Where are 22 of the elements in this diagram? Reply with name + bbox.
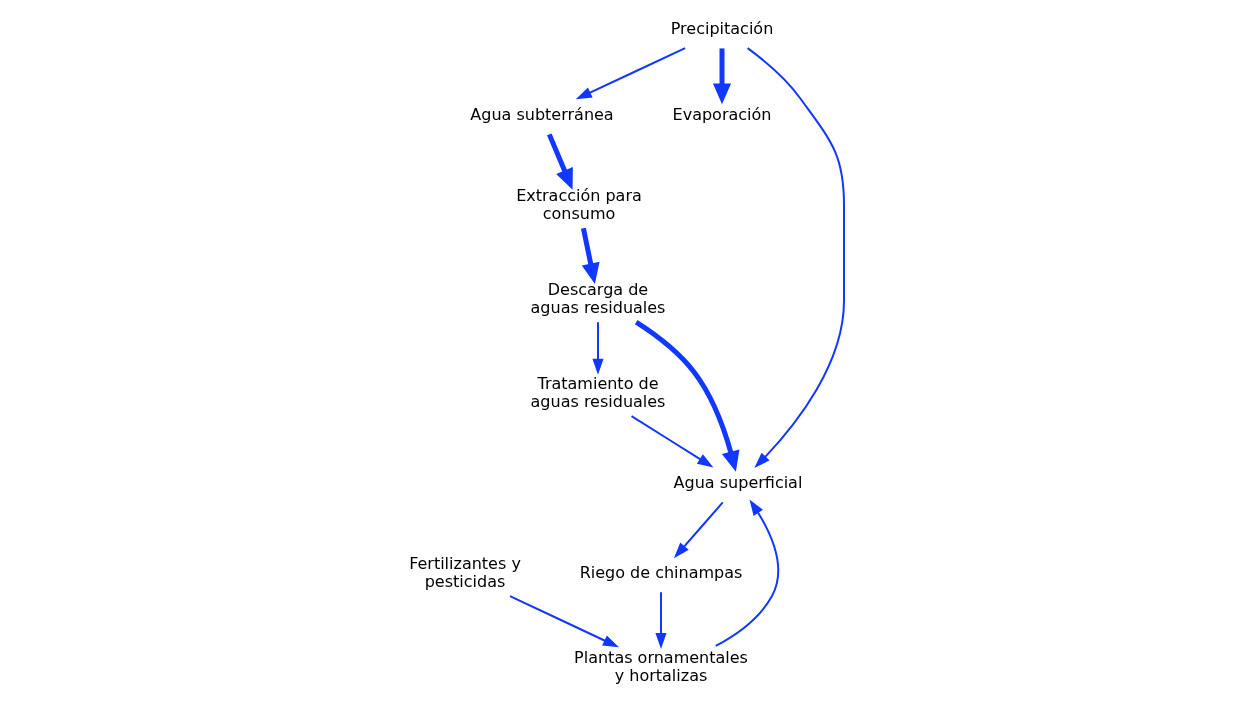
arrow	[508, 595, 619, 648]
node-text: Precipitación	[670, 18, 773, 38]
arrow	[634, 320, 739, 472]
node-text: Extracción para consumo	[515, 185, 642, 223]
arrow	[654, 591, 667, 649]
arrow	[630, 415, 713, 468]
arrow	[746, 47, 845, 468]
arrow	[575, 47, 686, 100]
node-text: Tratamiento de aguas residuales	[530, 373, 665, 411]
node-text: Plantas ornamentales y hortalizas	[573, 647, 748, 685]
arrow	[673, 501, 724, 559]
arrow	[714, 499, 779, 647]
node-text: Descarga de aguas residuales	[530, 279, 665, 317]
arrow	[712, 48, 731, 105]
node-text: Agua superficial	[673, 472, 802, 492]
node-text: Fertilizantes y pesticidas	[408, 553, 521, 591]
node-text: Riego de chinampas	[579, 562, 742, 582]
arrow	[546, 133, 573, 190]
arrow	[580, 227, 600, 284]
node-text: Agua subterránea	[469, 104, 614, 124]
node-text: Evaporación	[672, 104, 771, 124]
arrow	[591, 321, 604, 375]
